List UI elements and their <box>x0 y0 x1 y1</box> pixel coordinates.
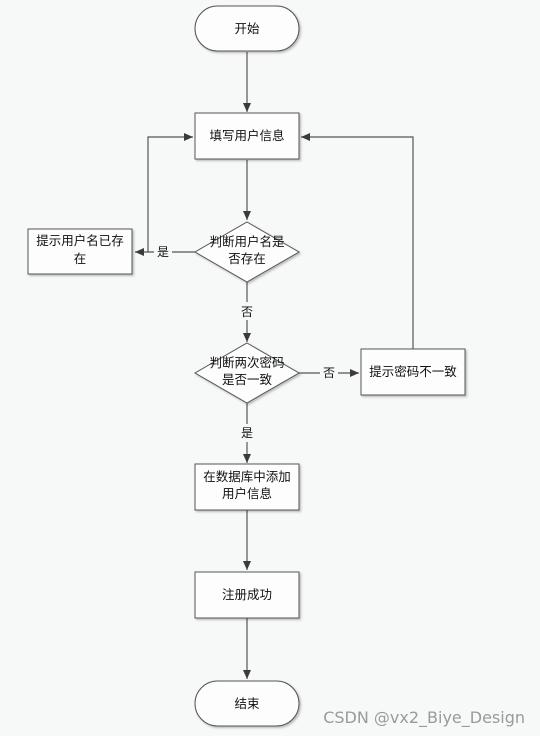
node-check-pwd-label-line2: 是否一致 <box>222 372 273 387</box>
node-add-db <box>194 463 300 511</box>
node-start-label: 开始 <box>234 21 260 36</box>
watermark-text: CSDN @vx2_Biye_Design <box>323 708 525 728</box>
node-start <box>194 5 300 52</box>
node-user-exists-label-line1: 提示用户名已存 <box>36 233 124 248</box>
edge-label-check-user-yes: 是 <box>157 245 169 259</box>
node-check-pwd-label-line1: 判断两次密码 <box>209 355 284 370</box>
node-add-db-label-line1: 在数据库中添加 <box>203 469 291 484</box>
node-check-user-label-line1: 判断用户名是 <box>209 234 285 249</box>
node-check-user-label-line2: 否存在 <box>228 251 266 266</box>
edge-label-check-user-no: 否 <box>241 305 253 319</box>
node-pwd-mismatch <box>360 348 466 396</box>
edge-user-exists-back <box>147 133 193 252</box>
node-reg-success-label: 注册成功 <box>222 587 272 602</box>
node-reg-success <box>194 571 300 619</box>
node-add-db-label-line2: 用户信息 <box>222 486 272 501</box>
edge-label-check-pwd-yes: 是 <box>241 426 253 440</box>
edge-label-check-pwd-no: 否 <box>323 366 335 380</box>
node-check-pwd <box>193 342 301 404</box>
node-fill-info-label: 填写用户信息 <box>209 128 284 143</box>
node-end <box>194 680 300 727</box>
node-pwd-mismatch-label: 提示密码不一致 <box>369 364 457 379</box>
node-fill-info <box>194 112 300 160</box>
node-end-label: 结束 <box>234 696 260 711</box>
node-user-exists <box>27 228 133 275</box>
node-user-exists-label-line2: 在 <box>74 251 87 266</box>
edge-pwd-mismatch-back <box>301 133 414 349</box>
node-check-user <box>193 221 301 283</box>
